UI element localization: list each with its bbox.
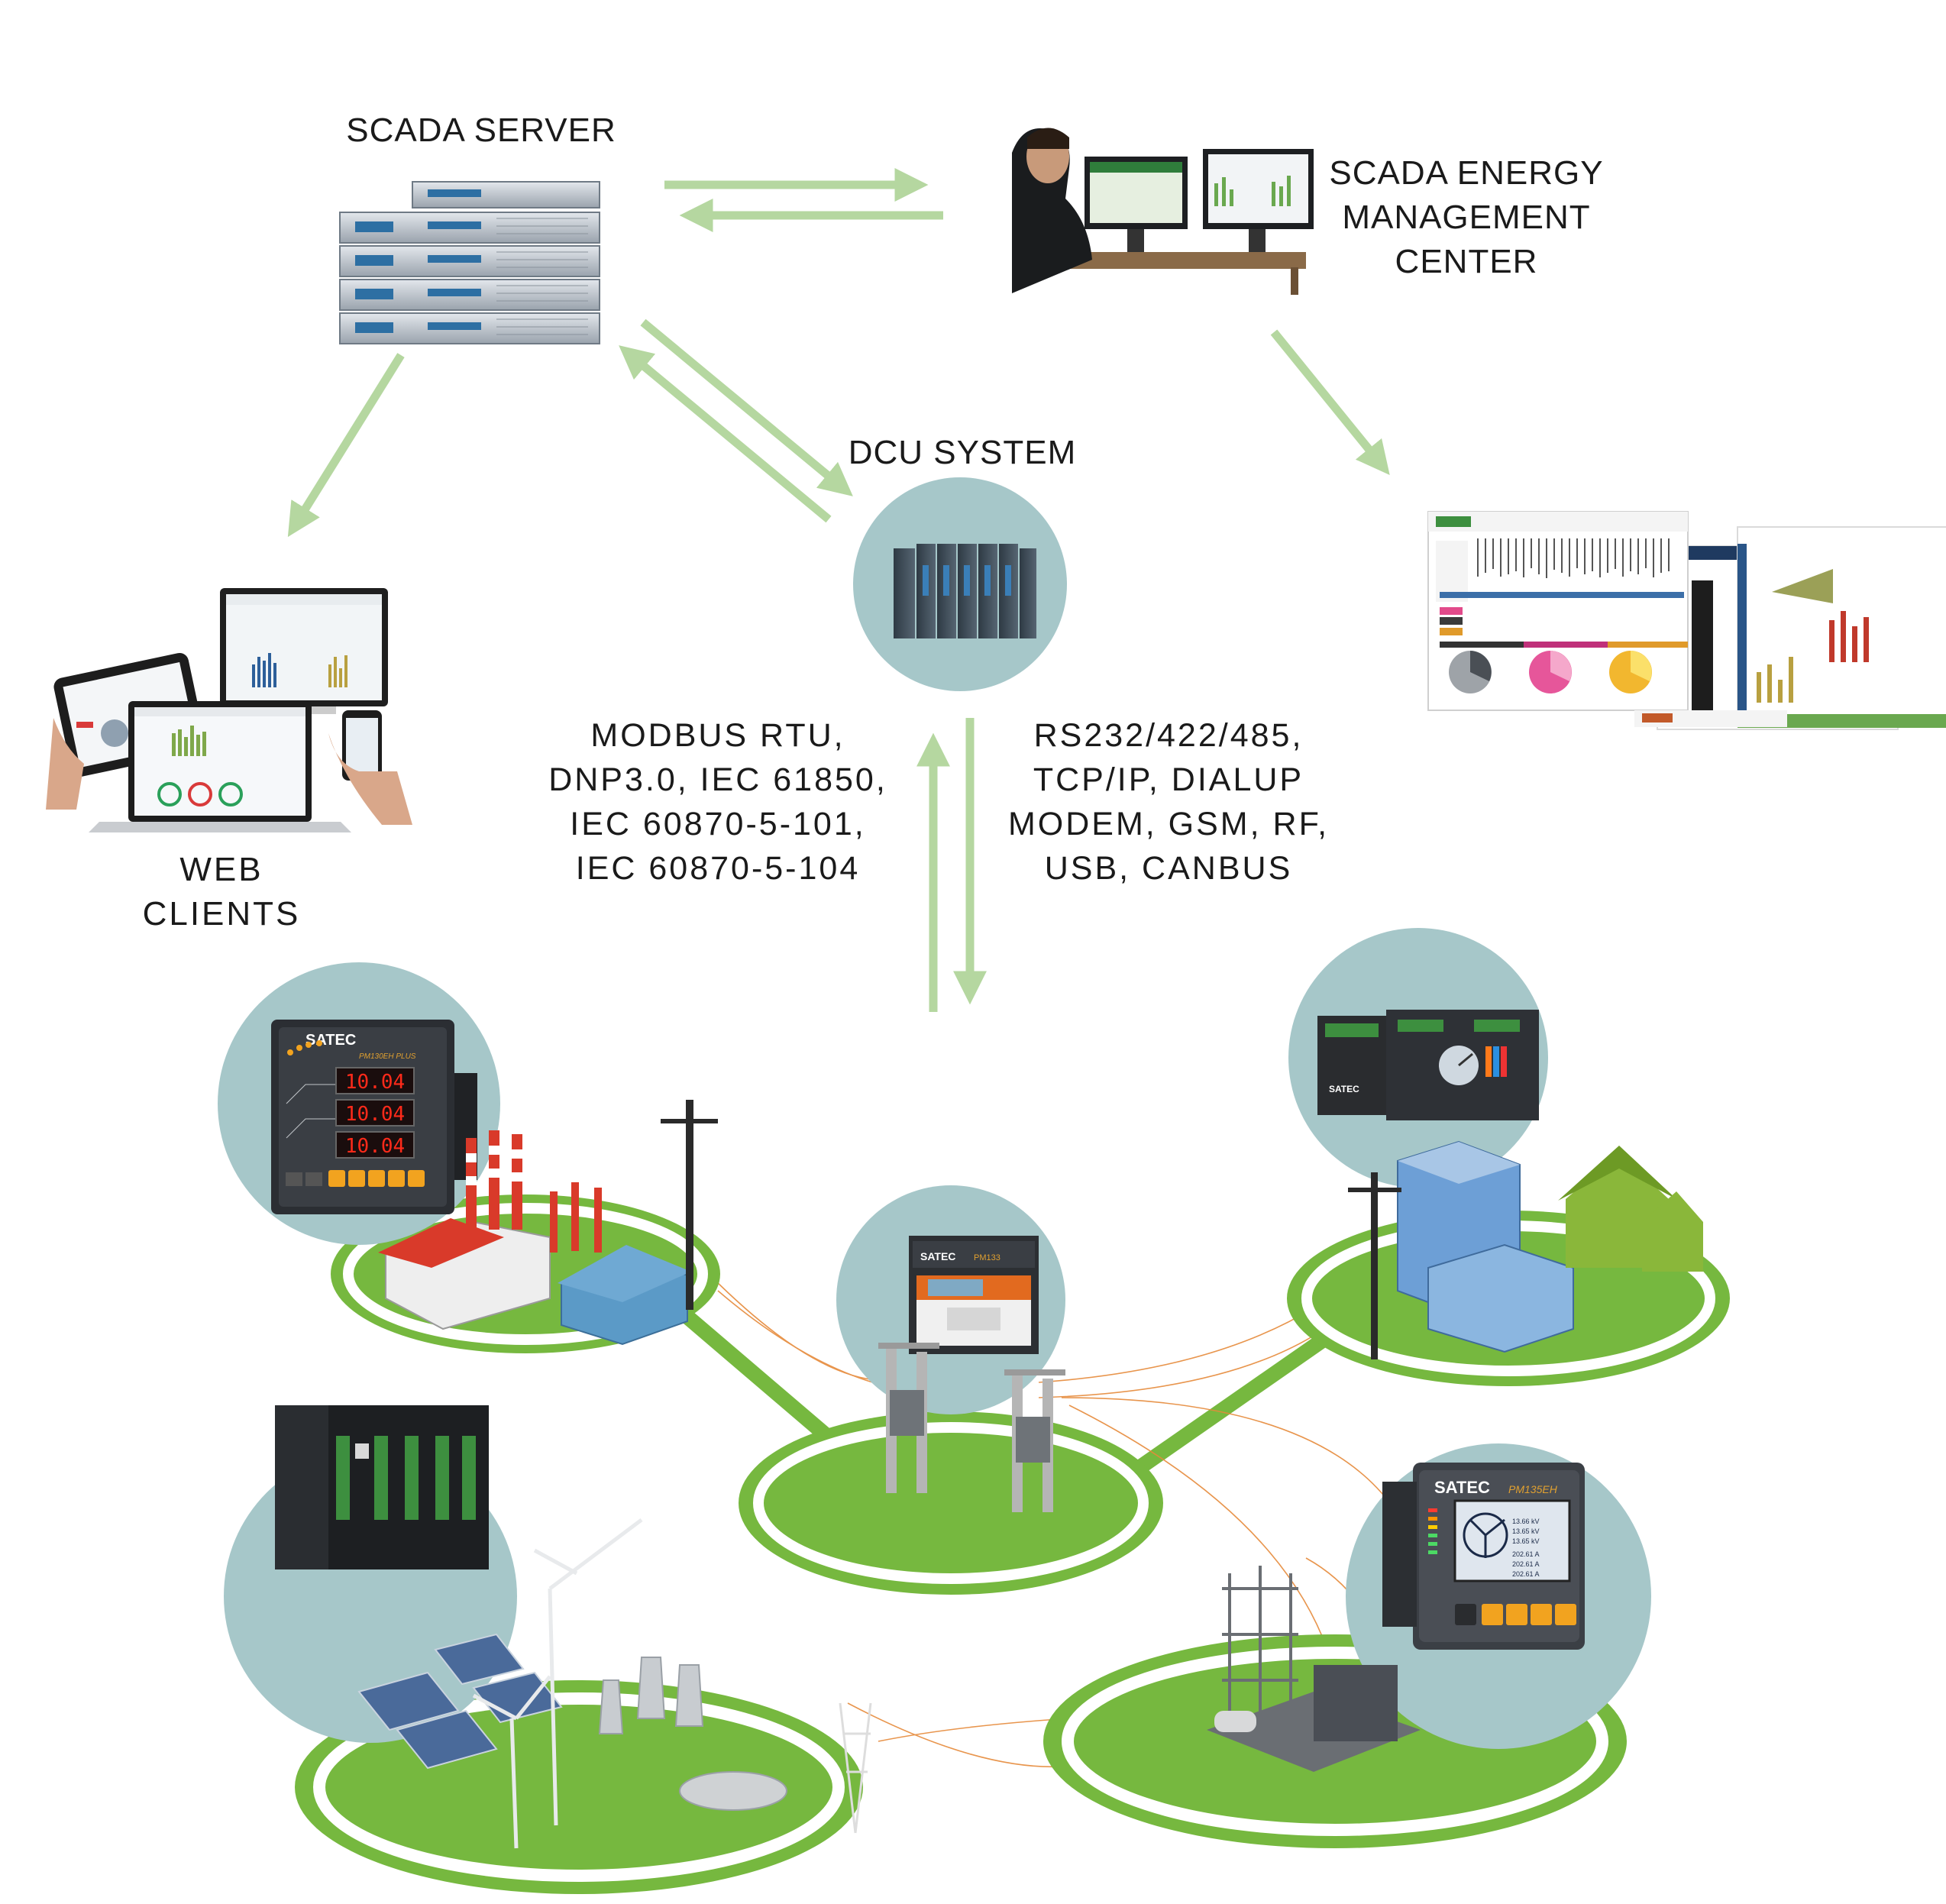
- web-clients-label: WEB CLIENTS: [99, 848, 344, 936]
- web-clients-devices-image: [46, 588, 412, 832]
- scada-emc-label-line1: SCADA ENERGY: [1329, 154, 1604, 192]
- meter-din-rail-image: SATEC PM133: [909, 1236, 1039, 1354]
- meter-reading-1: 10.04: [345, 1071, 405, 1094]
- meter-pm135eh-image: SATEC PM135EH 13.66 kV 13.65 kV 13.65 kV…: [1382, 1463, 1585, 1650]
- factory-scene-image: [378, 1100, 718, 1346]
- scada-emc-label-line3: CENTER: [1395, 243, 1538, 281]
- distribution-poles-image: [878, 1343, 1065, 1512]
- interface-line-2: TCP/IP, DIALUP: [1033, 761, 1304, 799]
- arrows: [287, 168, 1390, 1012]
- dcu-system-label-text: DCU SYSTEM: [848, 434, 1077, 471]
- meter-value-v2: 13.65 kV: [1512, 1527, 1540, 1535]
- scada-server-label-text: SCADA SERVER: [346, 112, 616, 149]
- arrow-dcu-to-server: [619, 345, 832, 523]
- meter-value-i1: 202.61 A: [1512, 1550, 1540, 1558]
- dashboard-reports-image: [1427, 511, 1946, 730]
- web-clients-label-line2: CLIENTS: [142, 895, 301, 933]
- rtu-rack-image: [275, 1405, 489, 1569]
- meter-value-i2: 202.61 A: [1512, 1560, 1540, 1568]
- protocol-line-3: IEC 60870-5-101,: [570, 806, 866, 843]
- interface-line-4: USB, CANBUS: [1044, 850, 1293, 887]
- brand-satec-2: SATEC: [920, 1250, 955, 1262]
- meter-value-v3: 13.65 kV: [1512, 1537, 1540, 1545]
- arrow-server-to-webclients: [287, 353, 405, 538]
- meter-reading-3: 10.04: [345, 1135, 405, 1158]
- scada-server-label: SCADA SERVER: [328, 108, 634, 153]
- model-pm130: PM130EH PLUS: [359, 1052, 416, 1061]
- meter-pm130-image: SATEC PM130EH PLUS 10.04 10.04 10.04: [271, 1020, 477, 1214]
- scada-emc-label: SCADA ENERGY MANAGEMENT CENTER: [1310, 151, 1623, 284]
- meter-value-v1: 13.66 kV: [1512, 1518, 1540, 1525]
- meter-value-i3: 202.61 A: [1512, 1570, 1540, 1578]
- scada-server-icon: [339, 181, 600, 344]
- protocol-line-4: IEC 60870-5-104: [575, 850, 861, 887]
- brand-satec-3: SATEC: [1329, 1084, 1359, 1094]
- operator-workstation-image: [1012, 124, 1321, 295]
- interface-line-3: MODEM, GSM, RF,: [1007, 806, 1330, 843]
- renewables-scene-image: [357, 1518, 872, 1849]
- dcu-system-label: DCU SYSTEM: [817, 431, 1107, 475]
- arrow-server-to-dcu: [640, 318, 853, 496]
- protocol-line-1: MODBUS RTU,: [590, 717, 845, 754]
- dcu-system-icon: [853, 477, 1067, 691]
- protocols-left-label: MODBUS RTU, DNP3.0, IEC 61850, IEC 60870…: [504, 713, 932, 891]
- model-pm133: PM133: [974, 1253, 1000, 1262]
- web-clients-label-line1: WEB: [179, 851, 263, 888]
- protocols-right-label: RS232/422/485, TCP/IP, DIALUP MODEM, GSM…: [974, 713, 1363, 891]
- meter-reading-2: 10.04: [345, 1103, 405, 1126]
- interface-line-1: RS232/422/485,: [1033, 717, 1304, 754]
- scada-emc-label-line2: MANAGEMENT: [1342, 199, 1591, 237]
- arrow-emc-to-reports: [1270, 329, 1390, 475]
- protocol-line-2: DNP3.0, IEC 61850,: [548, 761, 887, 799]
- meter-modules-image: SATEC: [1317, 1010, 1539, 1120]
- hv-substation-scene-image: [1207, 1566, 1421, 1772]
- brand-satec-4: SATEC: [1434, 1478, 1490, 1497]
- island-substation-poles: [739, 1411, 1163, 1595]
- brand-satec-1: SATEC: [305, 1032, 356, 1049]
- buildings-scene-image: [1348, 1140, 1703, 1359]
- model-pm135eh: PM135EH: [1508, 1483, 1558, 1495]
